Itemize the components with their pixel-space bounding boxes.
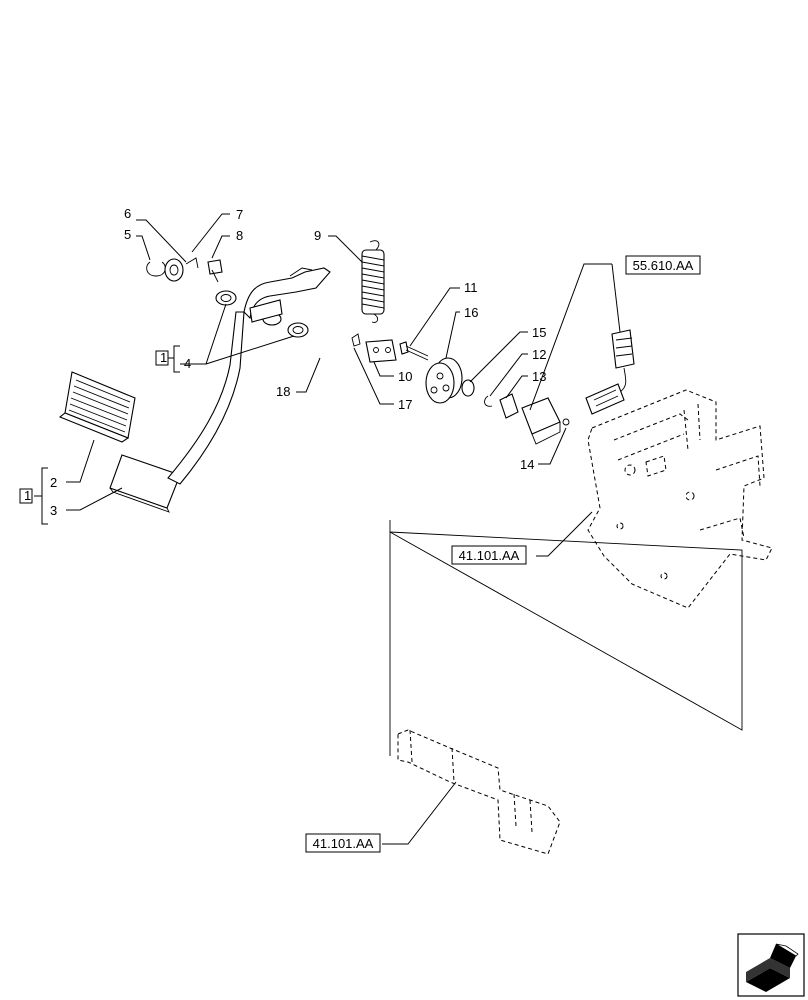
pedal-pad-part — [58, 371, 136, 443]
support-bracket-part — [587, 389, 773, 609]
callout-10: 10 — [398, 369, 412, 384]
callout-17: 17 — [398, 397, 412, 412]
bushing-part — [215, 290, 309, 338]
clip-part — [185, 257, 199, 269]
callout-3: 3 — [50, 503, 57, 518]
next-page-arrow-icon[interactable] — [737, 933, 805, 997]
callout-8: 8 — [236, 228, 243, 243]
callout-14: 14 — [520, 457, 534, 472]
ref-support-label: 41.101.AA — [459, 548, 520, 563]
linkage-plate-part — [389, 520, 743, 756]
group-box-label-b: 1 — [24, 488, 31, 503]
callout-9: 9 — [314, 228, 321, 243]
callout-16: 16 — [464, 305, 478, 320]
callout-15: 15 — [532, 325, 546, 340]
callout-12: 12 — [532, 347, 546, 362]
washer-part — [164, 258, 184, 282]
wiring-harness-part — [585, 329, 635, 415]
group-bracket-2-3 — [19, 467, 48, 525]
callout-11: 11 — [464, 280, 478, 295]
pedal-lever-part — [109, 267, 331, 513]
fitting-part — [207, 259, 223, 283]
circlip-part — [146, 261, 166, 277]
callout-13: 13 — [532, 369, 546, 384]
shaft-part — [499, 393, 519, 419]
pin-part — [484, 395, 493, 407]
ref-shaft-label: 41.101.AA — [313, 836, 374, 851]
ref-harness-label: 55.610.AA — [633, 258, 694, 273]
roller-part — [425, 357, 463, 404]
group-box-label-a: 1 — [160, 350, 167, 365]
callout-2: 2 — [50, 475, 57, 490]
callout-6: 6 — [124, 206, 131, 221]
pivot-shaft-part — [397, 729, 561, 855]
callout-7: 7 — [236, 207, 243, 222]
leader-lines — [66, 213, 621, 845]
ref-box-support — [451, 545, 527, 565]
ref-box-shaft — [305, 833, 381, 853]
group-bracket-4 — [155, 345, 180, 373]
washer-15-part — [461, 379, 475, 397]
callout-5: 5 — [124, 227, 131, 242]
ref-box-harness — [625, 255, 701, 275]
bolt-part — [399, 341, 429, 361]
mounting-plate-part — [365, 339, 397, 363]
callout-18: 18 — [276, 384, 290, 399]
callout-4: 4 — [184, 356, 191, 371]
retaining-clip-part — [351, 333, 361, 347]
return-spring-part — [361, 240, 385, 323]
